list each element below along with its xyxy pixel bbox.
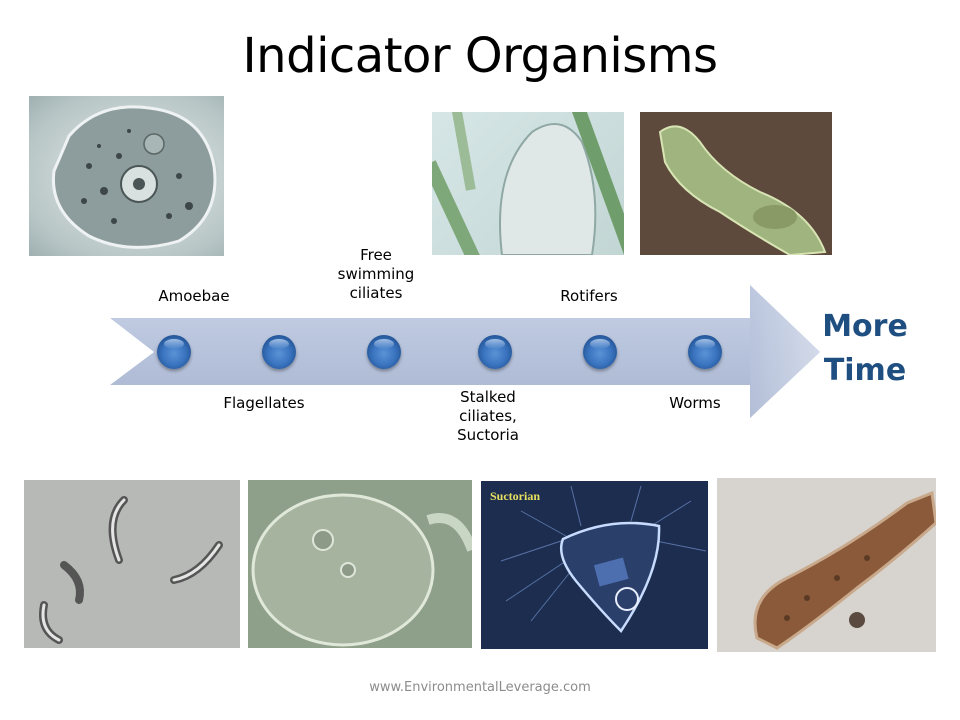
- stage-dot-amoebae: [157, 335, 191, 369]
- slide-title: Indicator Organisms: [242, 28, 718, 84]
- worm-photo: [717, 478, 936, 652]
- timeline-arrow: [110, 285, 820, 418]
- stage-label-rotifers: Rotifers: [560, 287, 618, 305]
- stage-dot-worms: [688, 335, 722, 369]
- suctorian-photo: Suctorian: [481, 481, 708, 649]
- flagellates-photo: [24, 480, 240, 648]
- ciliate-image: [432, 112, 624, 255]
- stage-dot-rotifers: [583, 335, 617, 369]
- ciliate-photo: [432, 112, 624, 255]
- footer-url: www.EnvironmentalLeverage.com: [369, 680, 591, 695]
- worm-image: [753, 490, 936, 650]
- suctorian-caption: Suctorian: [490, 489, 541, 503]
- stage-label-amoebae: Amoebae: [158, 287, 230, 305]
- stage-dot-stalked-ciliates: [478, 335, 512, 369]
- stage-label-free-swimming-ciliates: Free swimming ciliates: [337, 246, 415, 302]
- amoeba-image: [51, 105, 217, 249]
- rotifer-photo: [640, 112, 832, 255]
- stalked-ciliate-image: [251, 493, 472, 647]
- stage-dot-free-swimming-ciliates: [367, 335, 401, 369]
- stalked-ciliate-photo: [248, 480, 472, 648]
- rotifer-image: [658, 125, 827, 255]
- stage-label-stalked-ciliates: Stalked ciliates, Suctoria: [457, 388, 519, 444]
- suctorian-image: [500, 485, 707, 633]
- flagellates-image: [39, 496, 223, 644]
- stage-dot-flagellates: [262, 335, 296, 369]
- more-time-label: More Time: [822, 309, 908, 388]
- stage-label-flagellates: Flagellates: [223, 394, 305, 412]
- stage-label-worms: Worms: [669, 394, 721, 412]
- amoeba-photo: [29, 96, 224, 256]
